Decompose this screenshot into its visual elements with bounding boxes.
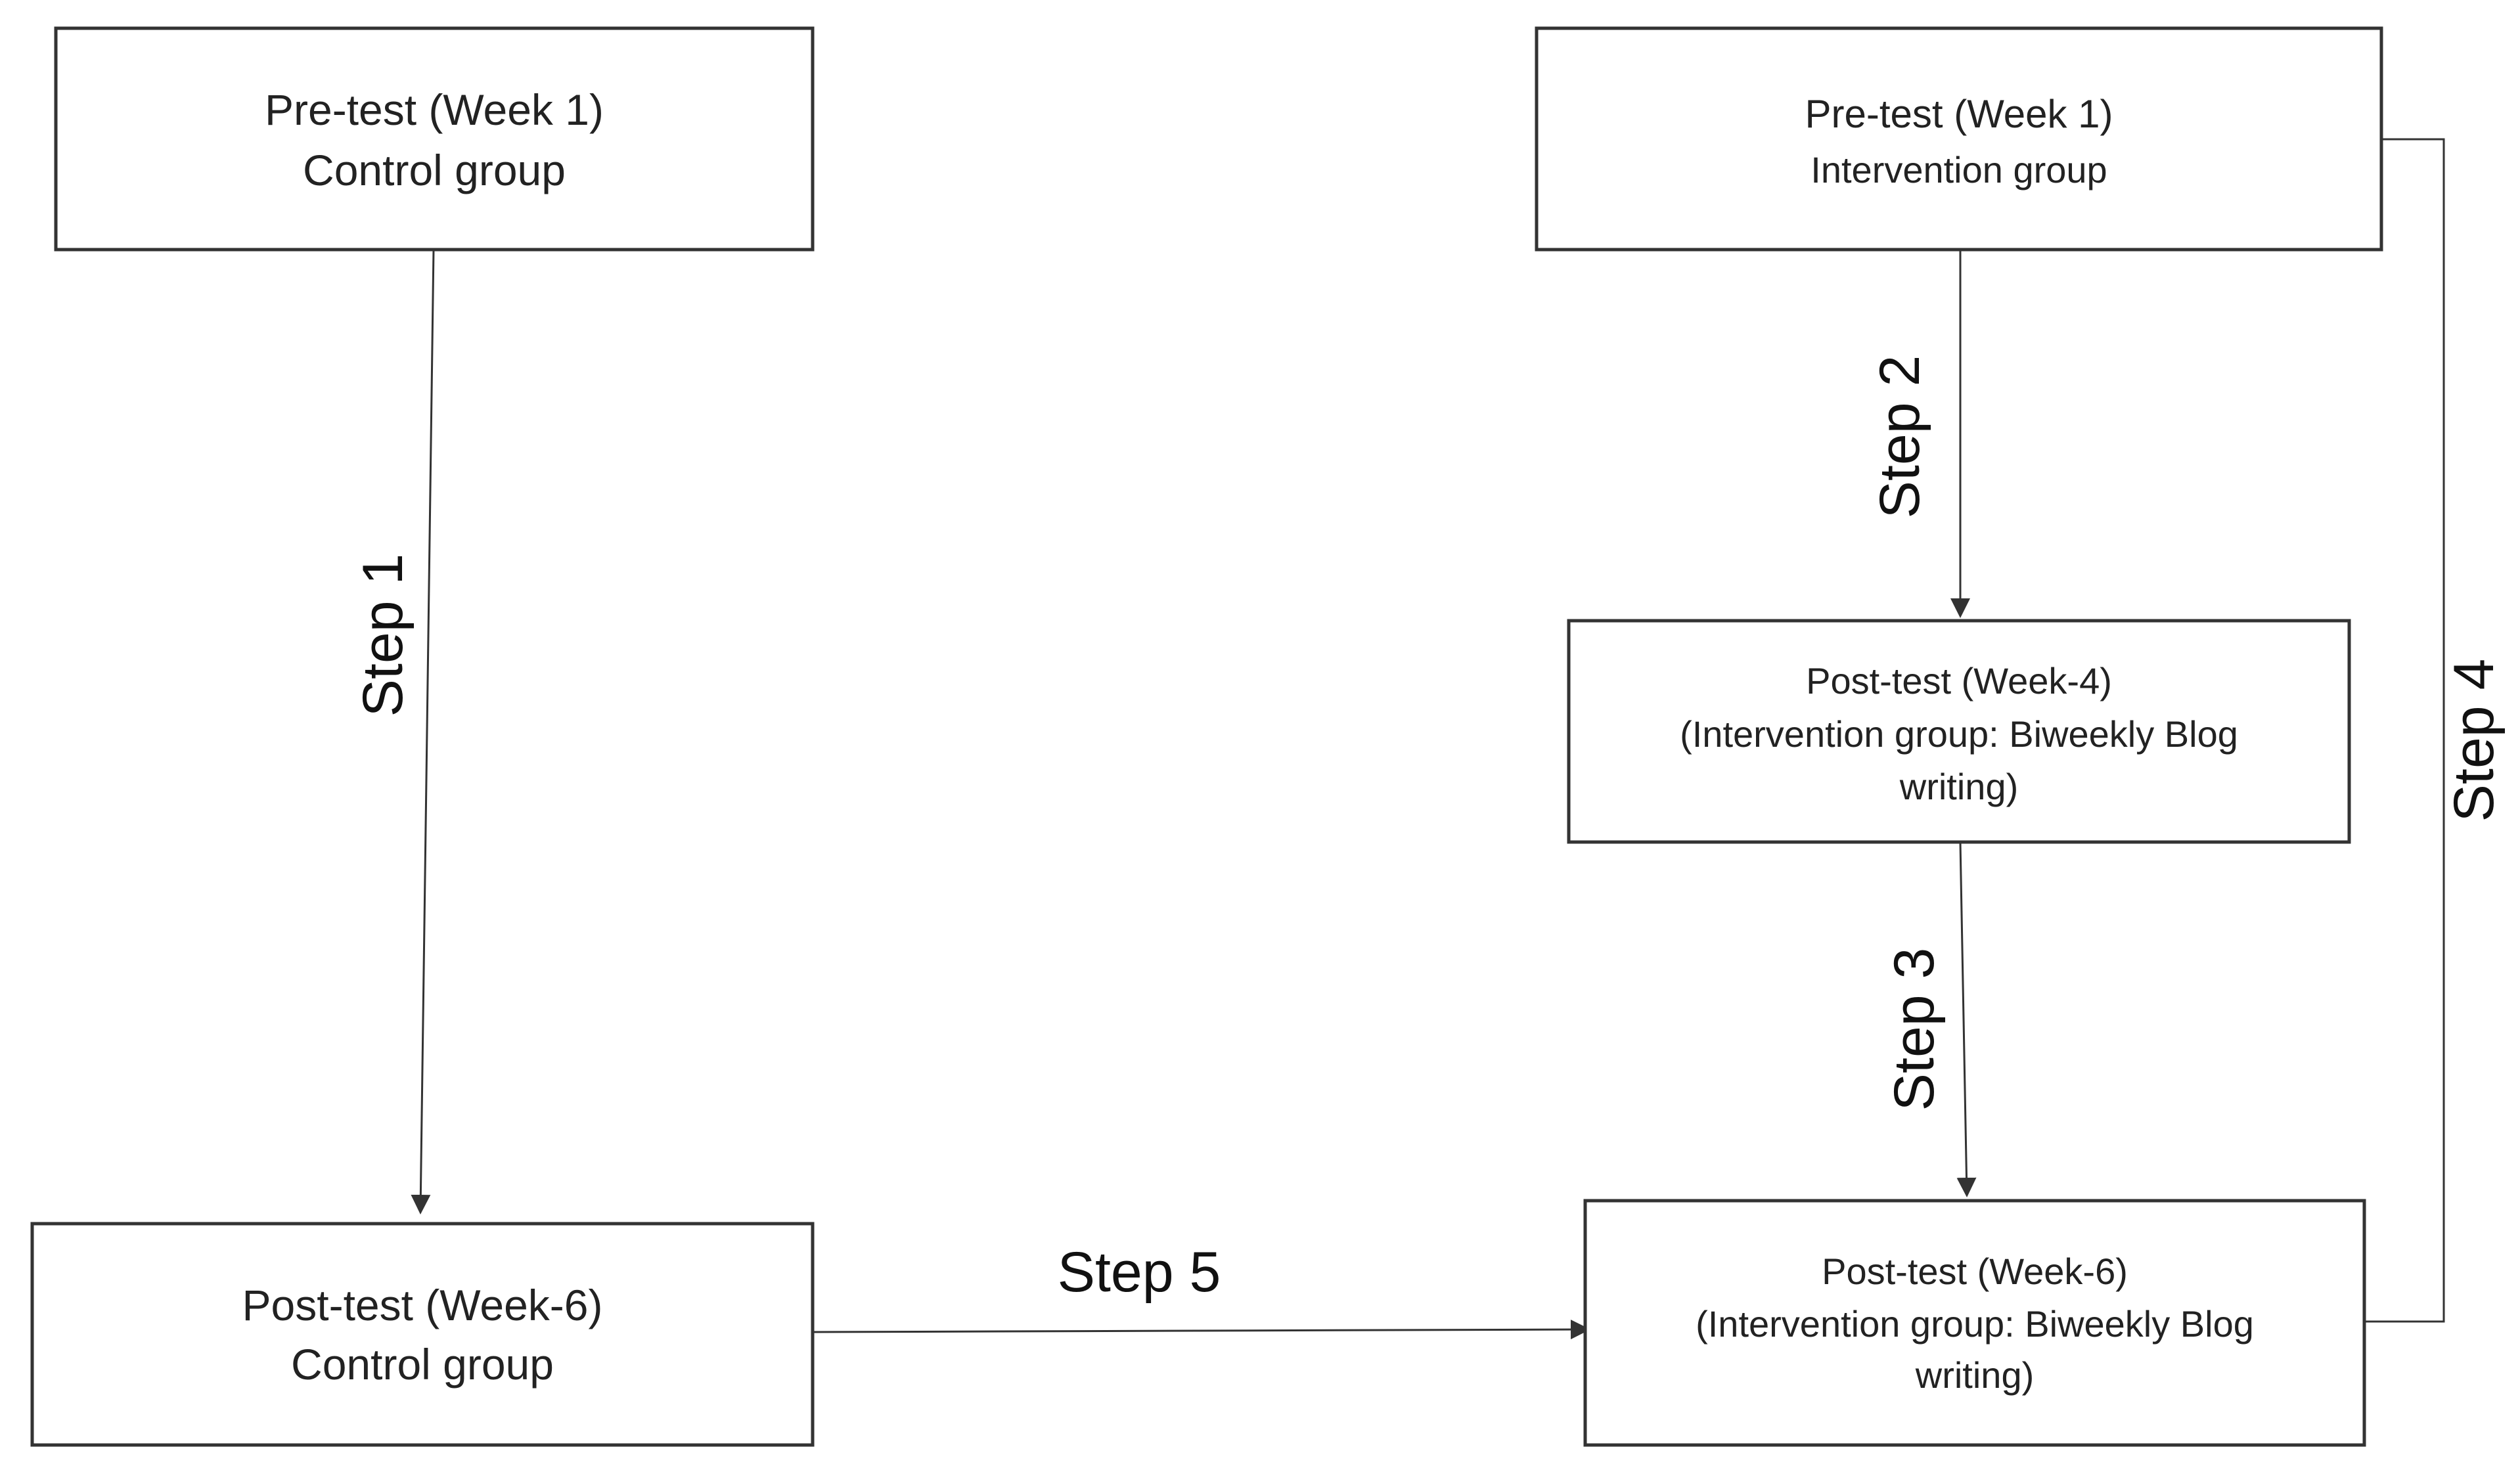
control-pretest-title: Pre-test (Week 1)	[265, 85, 604, 134]
control-pretest-box	[54, 26, 815, 252]
intervention-midtest-box	[1567, 619, 2351, 844]
control-posttest-group: Control group	[291, 1340, 554, 1389]
intervention-pretest-title: Pre-test (Week 1)	[1805, 92, 2113, 136]
intervention-pretest-group: Intervention group	[1811, 149, 2107, 190]
step1-label: Step 1	[351, 554, 415, 717]
step5-label: Step 5	[1058, 1241, 1221, 1304]
step3-connector	[1956, 841, 1977, 1197]
intervention-midtest-activity: writing)	[1899, 766, 2018, 807]
intervention-posttest-activity: writing)	[1915, 1354, 2034, 1396]
intervention-midtest-group: (Intervention group: Biweekly Blog	[1680, 713, 2238, 755]
step2-label: Step 2	[1868, 355, 1931, 519]
step4-connector	[2364, 138, 2445, 1323]
step1-connector	[411, 249, 435, 1214]
control-posttest-box	[30, 1222, 815, 1447]
step3-label: Step 3	[1883, 948, 1946, 1111]
control-posttest-title: Post-test (Week-6)	[242, 1281, 603, 1329]
step5-connector	[812, 1320, 1590, 1340]
step4-label: Step 4	[2442, 659, 2506, 822]
intervention-posttest-box	[1583, 1199, 2366, 1447]
intervention-posttest-title: Post-test (Week-6)	[1822, 1251, 2128, 1292]
intervention-pretest-box	[1535, 26, 2383, 252]
intervention-midtest-title: Post-test (Week-4)	[1806, 660, 2112, 701]
control-pretest-group: Control group	[303, 146, 566, 194]
intervention-posttest-group: (Intervention group: Biweekly Blog	[1696, 1303, 2254, 1345]
